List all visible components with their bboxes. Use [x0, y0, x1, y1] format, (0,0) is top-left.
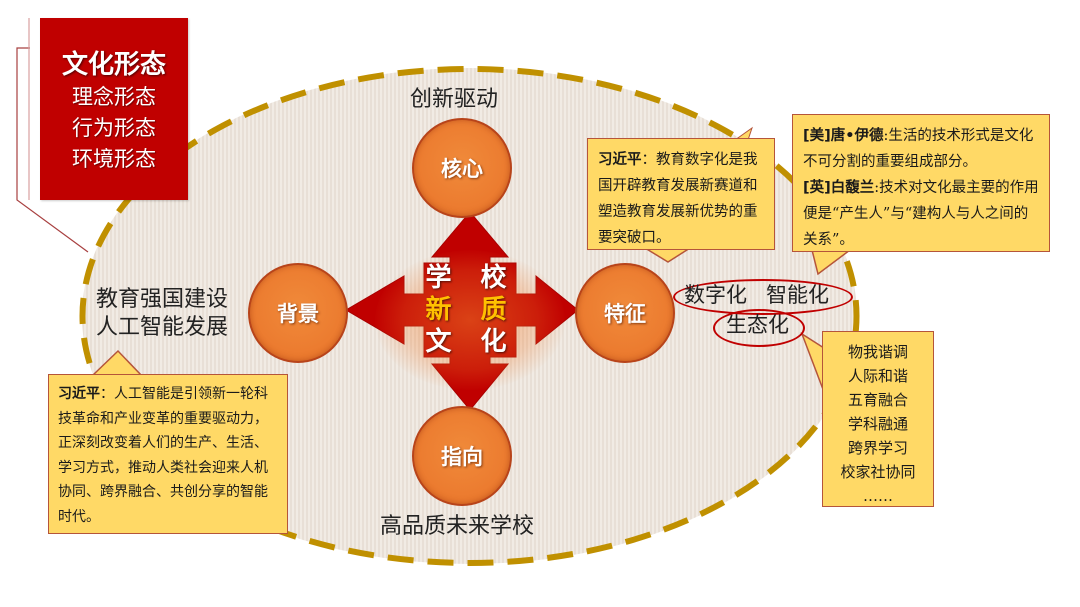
culture-forms-box: 文化形态 理念形态 行为形态 环境形态 — [40, 18, 188, 200]
left-caption-line1: 教育强国建设 — [96, 287, 229, 312]
culture-form-item: 理念形态 — [72, 85, 156, 109]
feature-tag-digital: 数字化 — [684, 283, 747, 307]
callout-quote-bray: :技术对文化最主要的作用便是“产生人”与“建构人与人之间的关系”。 — [803, 180, 1039, 248]
callout-speaker-ihde: [美]唐•伊德 — [803, 128, 884, 144]
list-item: 物我谐调 — [847, 343, 908, 361]
bottom-caption: 高品质未来学校 — [380, 514, 535, 539]
callout-xi-digitalization: 习近平：教育数字化是我国开辟教育发展新赛道和塑造教育发展新优势的重要突破口。 — [587, 138, 775, 250]
center-glow — [375, 250, 565, 390]
feature-tags-ring-2 — [713, 309, 805, 347]
top-caption: 创新驱动 — [410, 87, 499, 112]
node-background-label: 背景 — [277, 302, 319, 326]
node-direction-label: 指向 — [441, 445, 483, 469]
callout-ecology-list: 物我谐调 人际和谐 五育融合 学科融通 跨界学习 校家社协同 …… — [822, 331, 934, 507]
left-caption-line2: 人工智能发展 — [96, 315, 229, 340]
callout-xi-ai: 习近平：人工智能是引领新一轮科技革命和产业变革的重要驱动力，正深刻改变着人们的生… — [48, 374, 288, 534]
center-title: 学 校 新 质 文 化 — [412, 262, 530, 358]
culture-form-item: 环境形态 — [72, 147, 156, 171]
center-line-2: 新 质 — [425, 295, 517, 325]
node-direction: 指向 — [412, 406, 512, 506]
node-feature-label: 特征 — [604, 302, 646, 326]
feature-tag-intelligent: 智能化 — [766, 283, 829, 307]
list-item: 校家社协同 — [840, 463, 916, 481]
list-item: 跨界学习 — [847, 439, 908, 457]
culture-forms-heading: 文化形态 — [61, 50, 166, 80]
callout-quote: ：教育数字化是我国开辟教育发展新赛道和塑造教育发展新优势的重要突破口。 — [598, 152, 758, 246]
list-item: 人际和谐 — [847, 367, 908, 385]
list-item: 学科融通 — [847, 415, 908, 433]
callout-ihde-bray: [美]唐•伊德:生活的技术形式是文化不可分割的重要组成部分。 [英]白馥兰:技术… — [792, 114, 1050, 252]
node-background: 背景 — [248, 263, 348, 363]
node-feature: 特征 — [575, 263, 675, 363]
node-core-label: 核心 — [441, 157, 483, 181]
list-item: 五育融合 — [847, 391, 908, 409]
callout-speaker-bray: [英]白馥兰 — [803, 180, 875, 196]
list-item: …… — [863, 487, 893, 505]
node-core: 核心 — [412, 118, 512, 218]
callout-quote-ihde: :生活的技术形式是文化不可分割的重要组成部分。 — [803, 128, 1034, 170]
callout-speaker: 习近平 — [598, 152, 642, 168]
culture-form-item: 行为形态 — [72, 116, 156, 140]
center-line-1: 学 校 — [425, 263, 517, 293]
callout-speaker: 习近平 — [58, 386, 100, 402]
callout-quote: ：人工智能是引领新一轮科技革命和产业变革的重要驱动力，正深刻改变着人们的生产、生… — [58, 386, 268, 525]
center-line-3: 文 化 — [425, 327, 517, 357]
feature-tag-ecological: 生态化 — [726, 313, 789, 337]
